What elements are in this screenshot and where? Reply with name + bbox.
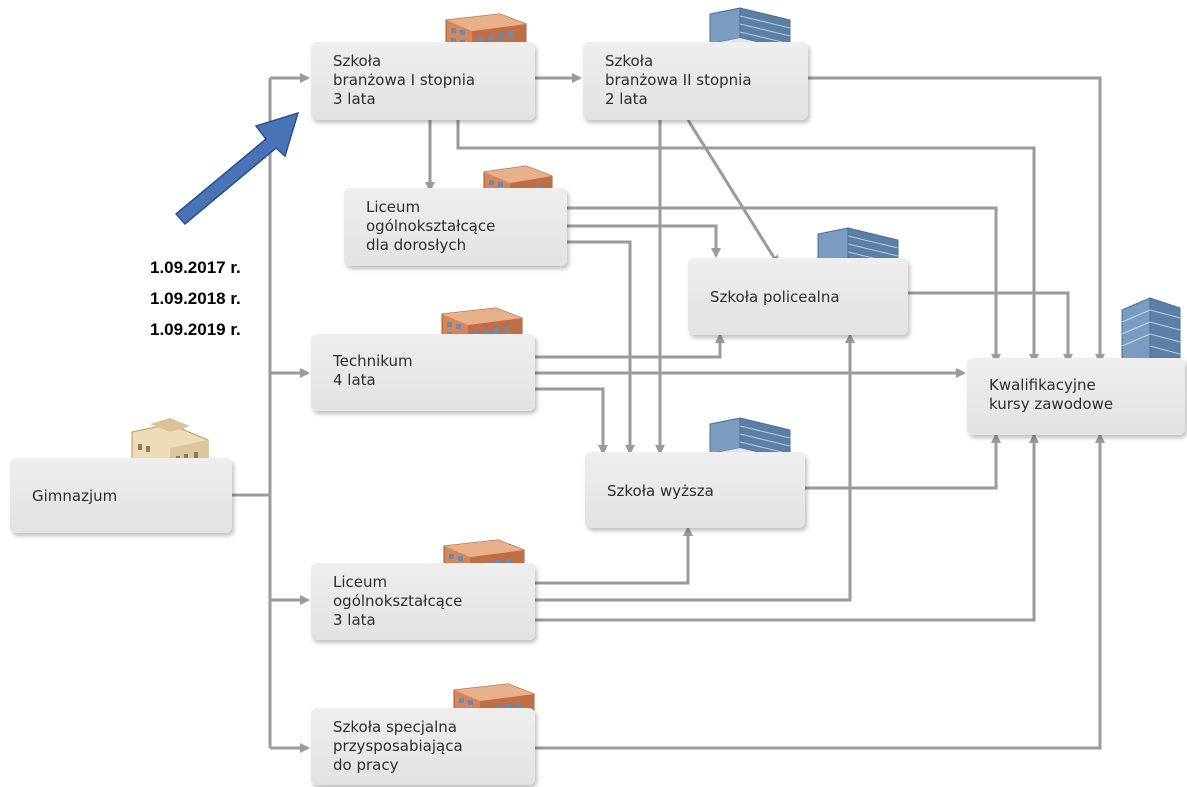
node-label-line: Szkoła (333, 52, 382, 70)
date-item: 1.09.2017 r. (150, 258, 241, 277)
node-technikum: Technikum 4 lata (311, 334, 535, 411)
node-gimnazjum: Gimnazjum (10, 458, 232, 533)
node-szkola-wyzsza: Szkoła wyższa (585, 452, 805, 528)
node-liceum-3-lata: Liceum ogólnokształcące 3 lata (311, 563, 535, 640)
date-list: 1.09.2017 r. 1.09.2018 r. 1.09.2019 r. (150, 252, 241, 345)
node-label-line: branżowa II stopnia (605, 71, 752, 89)
node-label-line: 3 lata (333, 611, 376, 629)
node-szkola-branzowa-2: Szkoła branżowa II stopnia 2 lata (583, 42, 808, 120)
node-label-line: Kwalifikacyjne (989, 376, 1096, 394)
node-label-line: 2 lata (605, 90, 648, 108)
node-label: Gimnazjum (32, 487, 118, 505)
node-szkola-branzowa-1: Szkoła branżowa I stopnia 3 lata (311, 42, 535, 120)
node-label-line: do pracy (333, 756, 399, 774)
node-label-line: 4 lata (333, 371, 376, 389)
node-liceum-dla-doroslych: Liceum ogólnokształcące dla dorosłych (344, 188, 567, 266)
node-label-line: Szkoła (605, 52, 654, 70)
node-label-line: przysposabiająca (333, 737, 463, 755)
node-label-line: kursy zawodowe (989, 395, 1114, 413)
node-szkola-policealna: Szkoła policealna (688, 258, 908, 335)
date-item: 1.09.2018 r. (150, 289, 241, 308)
node-label-line: ogólnokształcące (366, 217, 496, 235)
node-label-line: Szkoła specjalna (333, 718, 457, 736)
node-kwalifikacyjne-kursy-zawodowe: Kwalifikacyjne kursy zawodowe (967, 358, 1185, 435)
node-szkola-specjalna: Szkoła specjalna przysposabiająca do pra… (311, 708, 535, 785)
date-item: 1.09.2019 r. (150, 320, 241, 339)
node-label-line: branżowa I stopnia (333, 71, 476, 89)
node-label: Szkoła wyższa (607, 481, 714, 500)
node-label-line: Liceum (333, 573, 388, 591)
node-label-line: 3 lata (333, 90, 376, 108)
node-label-line: dla dorosłych (366, 236, 467, 254)
node-label-line: Liceum (366, 198, 421, 216)
glass-office-building-icon (1121, 297, 1181, 371)
node-label-line: Technikum (333, 352, 413, 370)
callout-arrow (174, 111, 300, 226)
node-label: Szkoła policealna (710, 288, 840, 306)
node-label-line: ogólnokształcące (333, 592, 463, 610)
